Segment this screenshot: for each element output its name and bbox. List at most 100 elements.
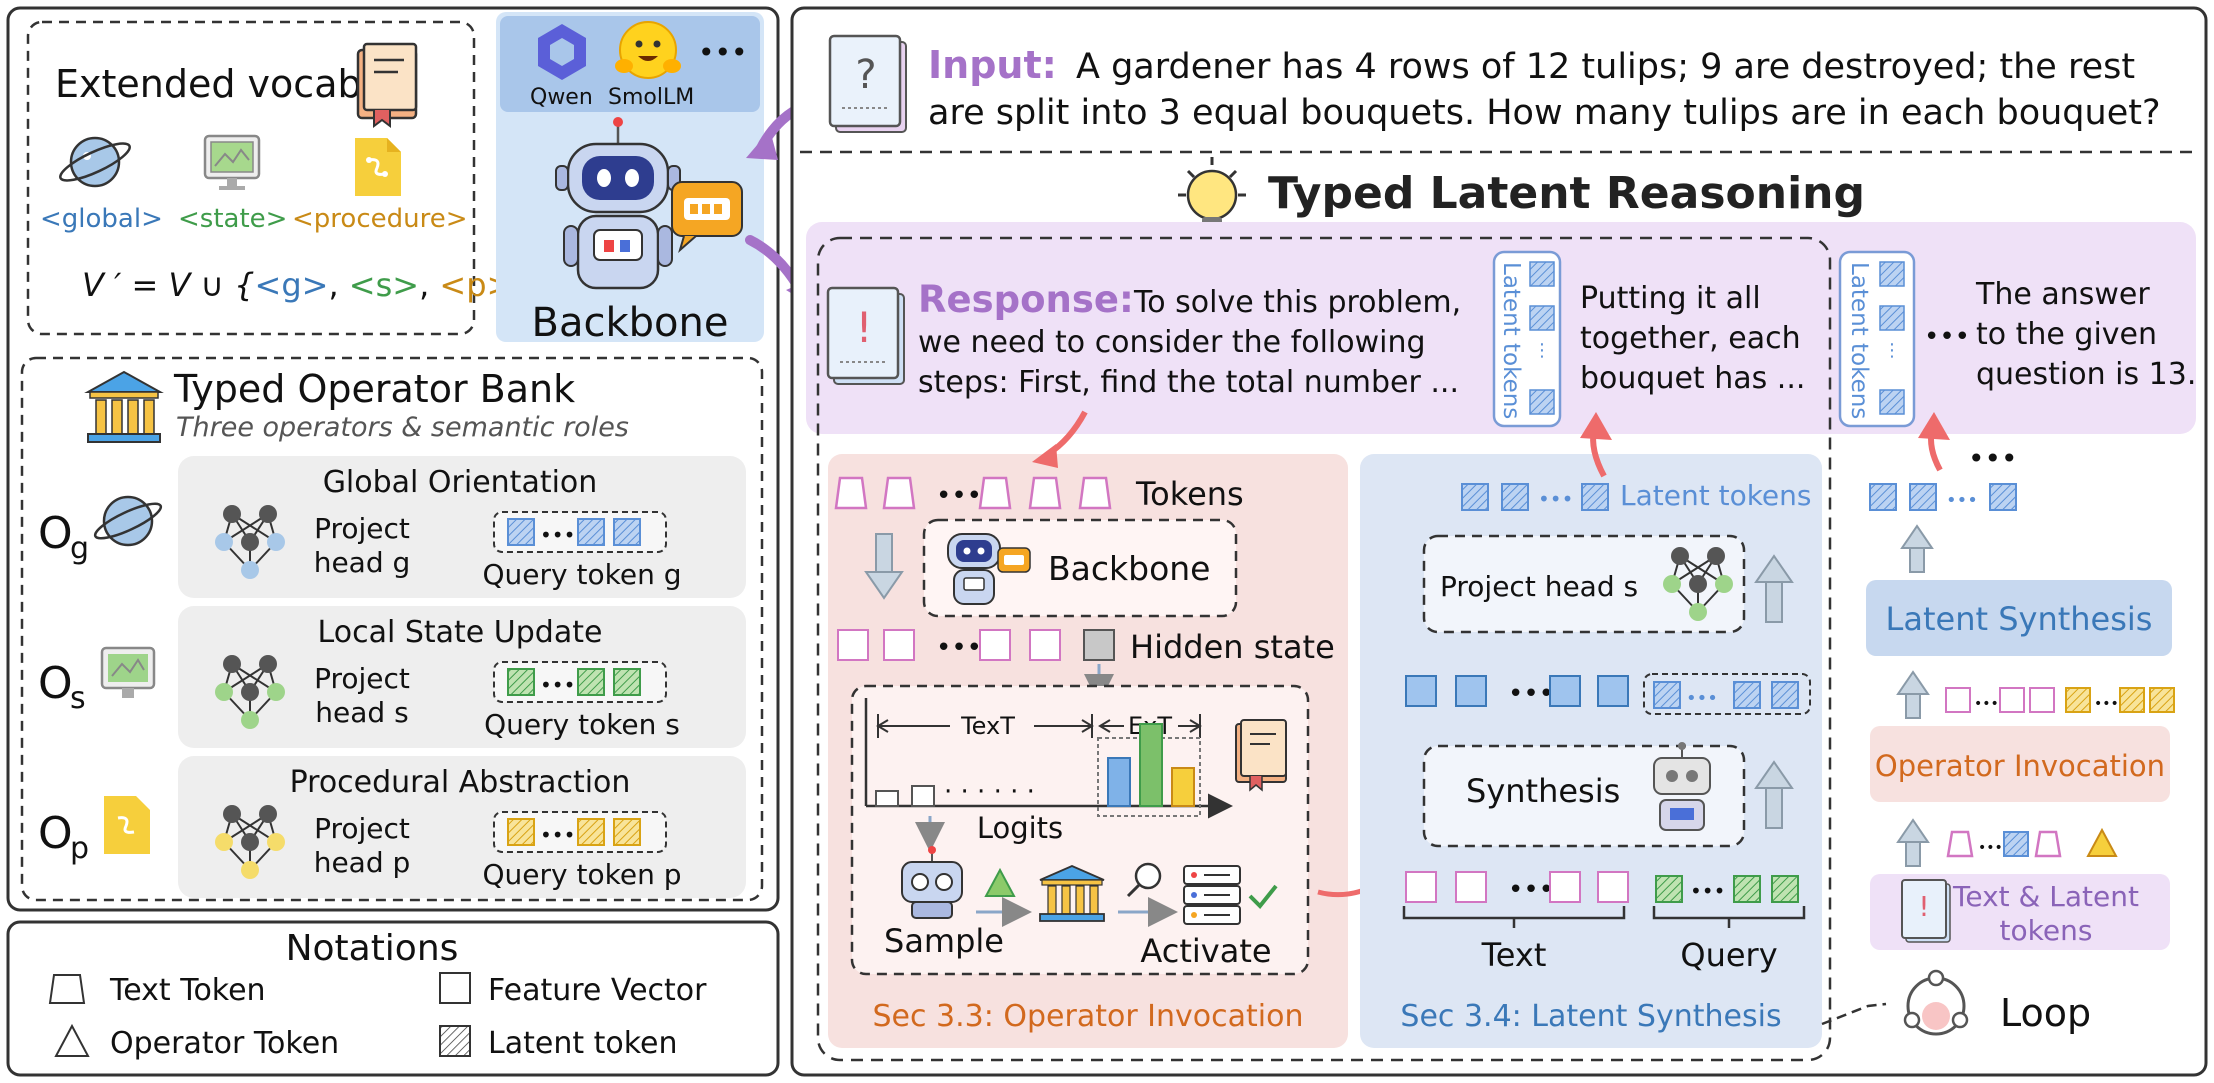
feature-vector [1405, 871, 1437, 903]
procedure-token-label: <procedure> [292, 204, 468, 234]
operator-card [178, 606, 746, 748]
svg-text:!: ! [1918, 890, 1929, 923]
global-token-label: <global> [40, 204, 163, 234]
ellipsis: ••• [1974, 696, 1999, 712]
logit-bars [875, 723, 1195, 807]
bank-title: Typed Operator Bank [173, 367, 575, 411]
sec34-to-response-arrowhead [1580, 412, 1612, 440]
project-head-label: Project [314, 662, 410, 695]
up-arrow-right-1 [1900, 524, 1934, 573]
ellipsis: ••• [1538, 487, 1573, 511]
query-latent-token [613, 518, 641, 546]
down-arrow-icon [864, 533, 904, 600]
project-head-s-box [1422, 534, 1746, 634]
latent-token [1733, 681, 1761, 709]
latent-token [1461, 483, 1489, 511]
logit-bar [875, 790, 899, 807]
sample-robot-icon [901, 846, 963, 919]
net-node [215, 683, 233, 701]
response-mid3: bouquet has ... [1580, 361, 1805, 396]
network-icon [1663, 547, 1733, 621]
query-token-label: Query token s [484, 708, 680, 741]
latent-column-2-label: Latent tokens [1846, 262, 1872, 419]
input-doc-icon: ? [828, 34, 907, 133]
feature-vector [837, 629, 869, 661]
query-latent-token [507, 668, 535, 696]
project-head-label: head g [314, 546, 411, 579]
bank-small-icon [1039, 865, 1105, 922]
sec34-feature-vectors: •••••• [1405, 675, 1799, 709]
vocab-title: Extended vocab [55, 62, 362, 106]
query-token-label: Query token g [483, 558, 682, 591]
operator-token-shape [54, 1023, 90, 1057]
latent-token [1653, 681, 1681, 709]
project-head-label: Project [314, 812, 410, 845]
right-latent-row: ••• [1869, 483, 2017, 511]
text-token [1028, 476, 1062, 510]
query-latent-token [1655, 875, 1683, 903]
operator-invocation-box [1870, 726, 2170, 802]
magnifier-icon [1126, 862, 1162, 898]
net-node [267, 533, 285, 551]
loop-label: Loop [2000, 991, 2091, 1035]
input-to-backbone-arrowhead [746, 130, 778, 160]
formula-s: <s> [349, 266, 419, 304]
input-label: Input: [928, 43, 1057, 87]
notation-feature-vector: Feature Vector [488, 973, 707, 1008]
feature-vector [1455, 675, 1487, 707]
notation-text-token: Text Token [109, 973, 266, 1008]
operator-subscript: s [70, 681, 86, 716]
net-node [259, 655, 277, 673]
planet-icon [59, 136, 131, 188]
net-node [223, 655, 241, 673]
query-latent-token [577, 668, 605, 696]
net-node [223, 805, 241, 823]
latent-token [1879, 305, 1905, 331]
monitor-icon [203, 134, 261, 190]
formula-sep-1: , [328, 266, 348, 304]
chat-bubble-icon [671, 181, 743, 253]
latent-column-2 [1838, 250, 1916, 428]
more-models: ••• [698, 36, 748, 69]
query-latent-token [577, 518, 605, 546]
network-icon [215, 655, 285, 729]
ellipsis: ••• [1978, 840, 2003, 856]
latent-token [2003, 831, 2029, 857]
operator-invocation-label: Operator Invocation [1875, 749, 2165, 783]
ellipsis: ••• [1508, 679, 1554, 709]
net-node [1663, 575, 1681, 593]
right-to-response-arrowhead [1918, 412, 1950, 440]
net-node [215, 533, 233, 551]
server-rack-icon [1183, 865, 1241, 925]
monitor-graph [111, 658, 145, 677]
text-token [882, 476, 916, 510]
backbone-label: Backbone [532, 300, 729, 346]
bank-building-icon [84, 370, 164, 443]
latent-token-shape [439, 1025, 471, 1057]
feature-vector [1549, 871, 1581, 903]
latent-token [1869, 483, 1897, 511]
sec33-backbone-box [922, 518, 1238, 618]
operator-name: Local State Update [318, 615, 603, 650]
activate-label: Activate [1140, 932, 1271, 970]
checkmark-icon [1248, 884, 1278, 909]
feature-vector [1405, 675, 1437, 707]
feature-vector [1597, 871, 1629, 903]
operator-subscript: g [70, 531, 89, 566]
sec34-latent-tokens-row: ••• [1461, 483, 1609, 511]
ellipsis: ••• [1690, 879, 1725, 903]
ellipsis: ••• [540, 823, 575, 847]
file-icon [104, 796, 150, 854]
sec33-tokens-label: Tokens [1135, 475, 1244, 513]
text-token [1078, 476, 1112, 510]
text-token [834, 476, 868, 510]
net-node [1715, 575, 1733, 593]
notation-operator-token: Operator Token [110, 1026, 339, 1061]
query-token-label: Query token p [483, 858, 682, 891]
operator-card [178, 756, 746, 898]
state-token-label: <state> [178, 204, 287, 234]
response-mid2: together, each [1580, 321, 1801, 356]
latent-token [1501, 483, 1529, 511]
text-token-shape [48, 974, 86, 1004]
net-node [267, 683, 285, 701]
